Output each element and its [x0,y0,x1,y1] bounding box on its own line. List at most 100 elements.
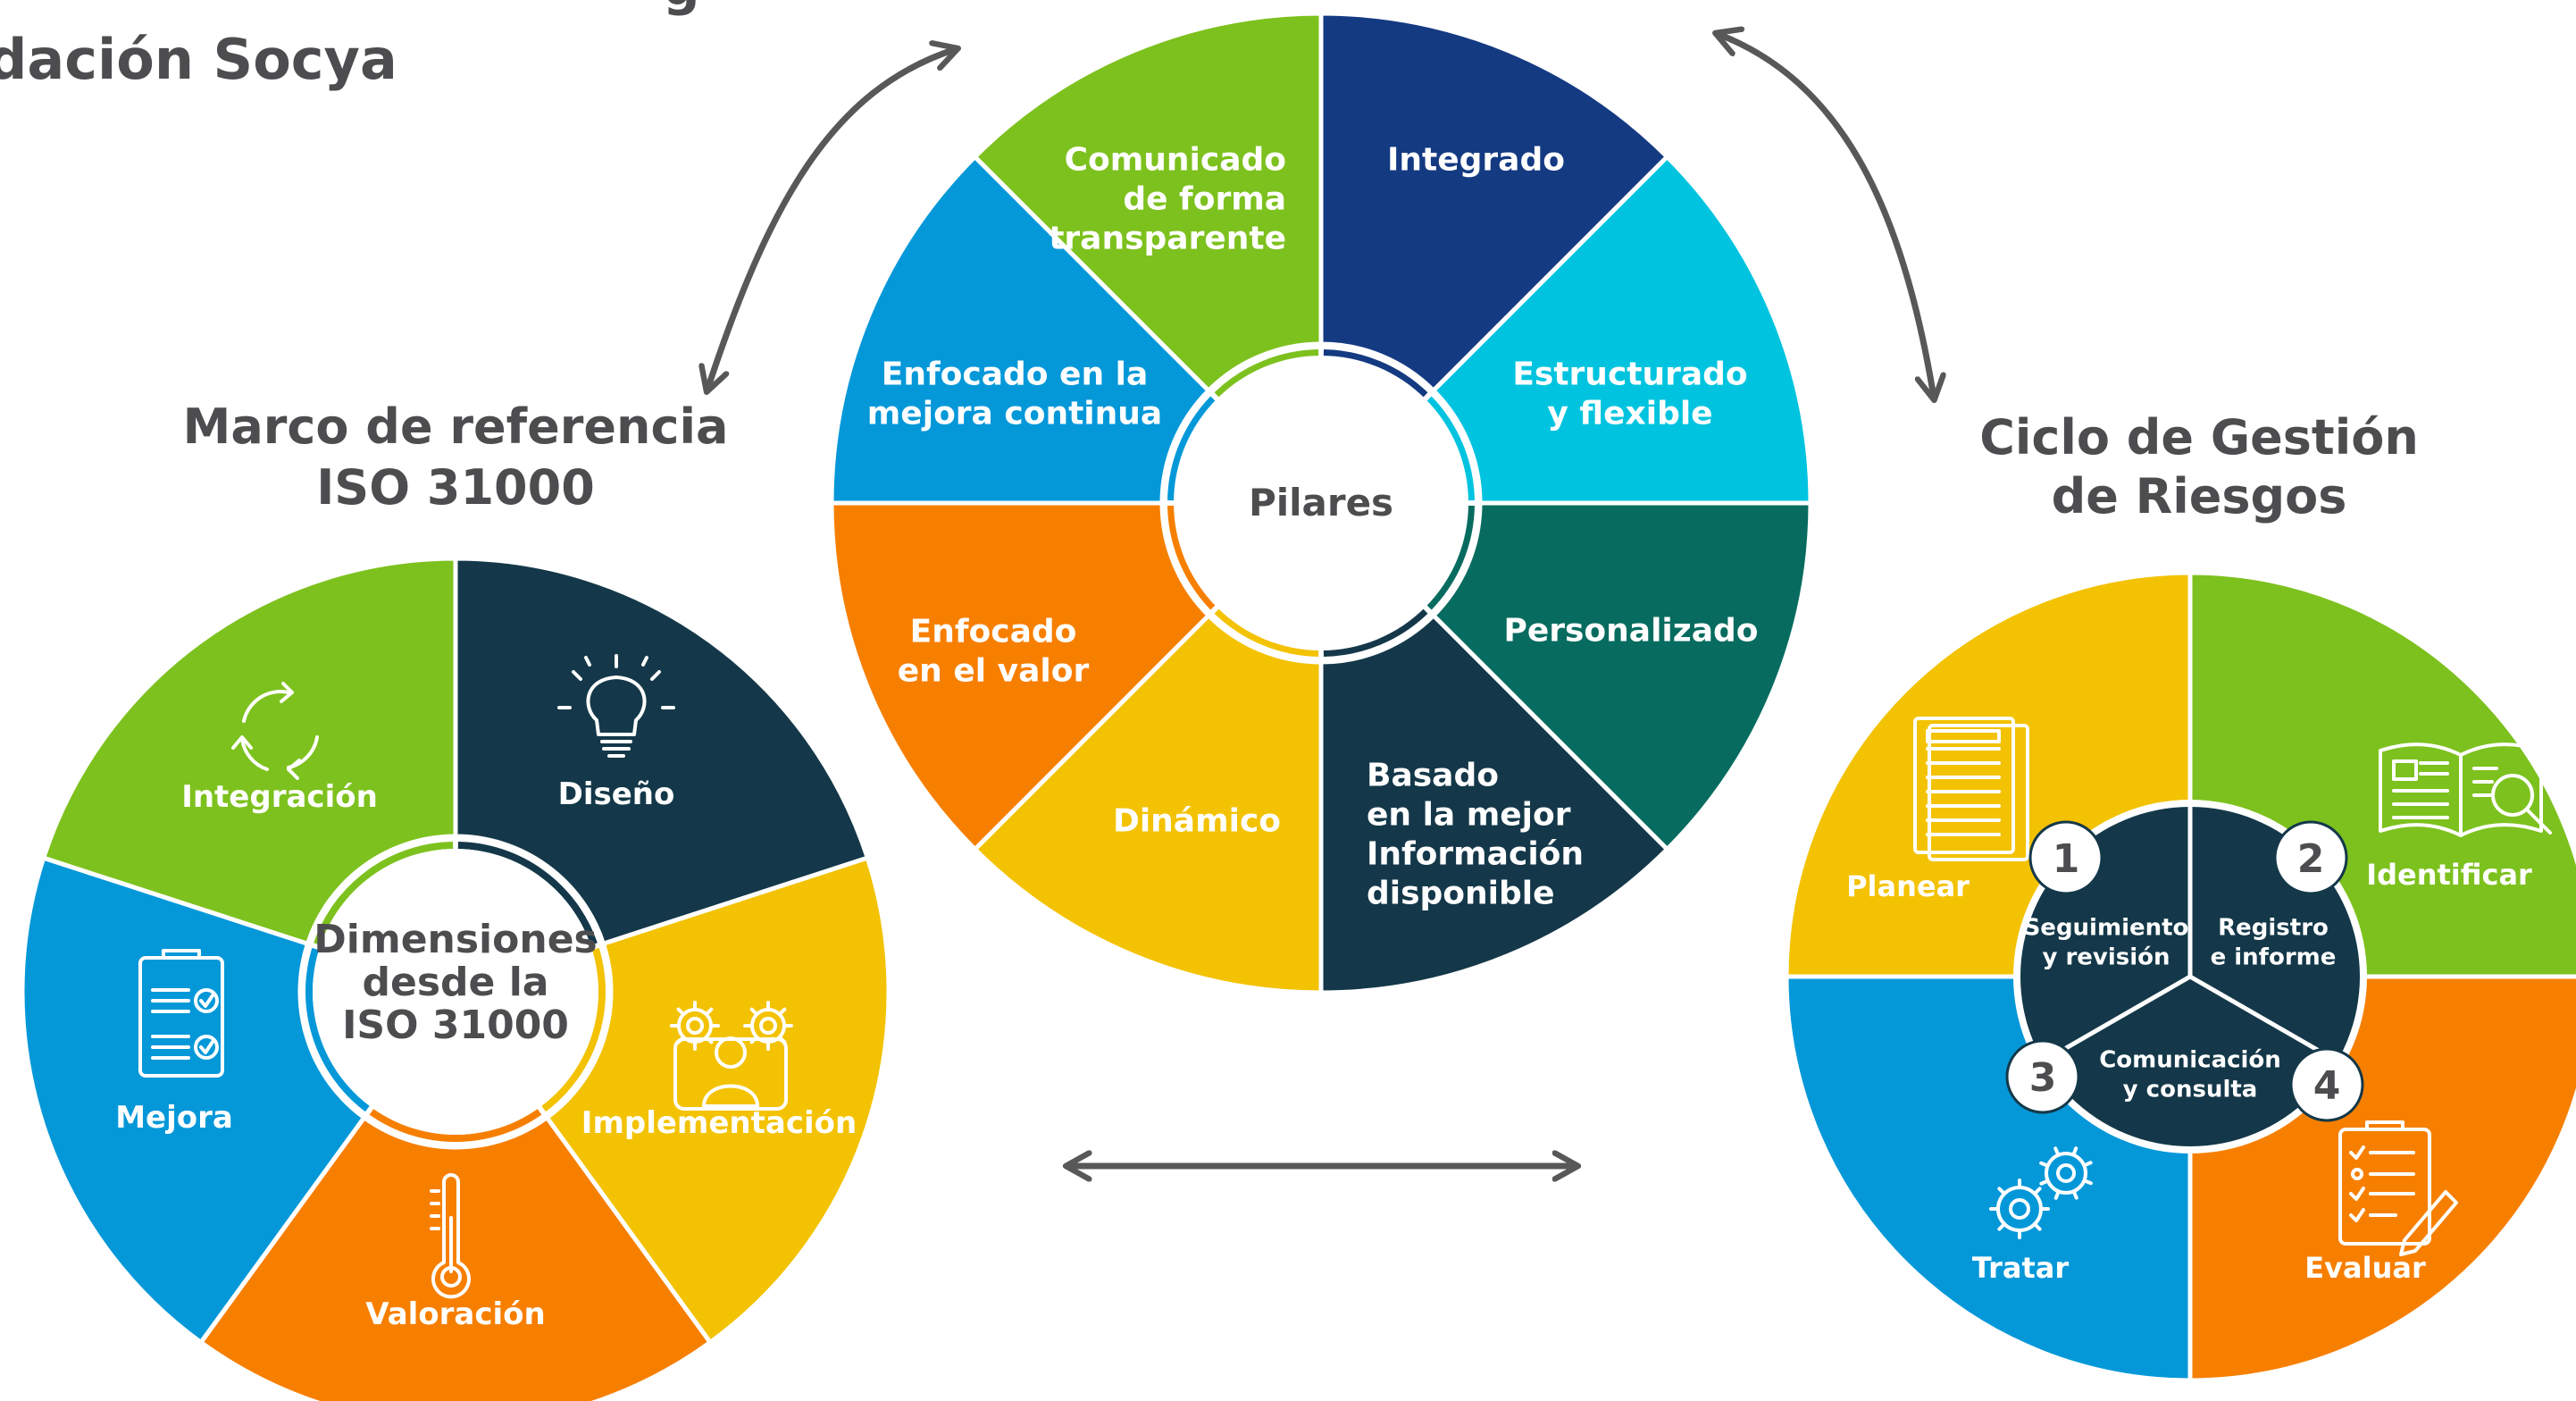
left-wheel-center-line: desde la [363,960,549,1005]
center-wheel-ring-arc [1214,608,1319,657]
right-wheel-inner-text-line: Registro [2218,915,2329,942]
left-wheel-ring-arc [457,842,598,945]
center-wheel-label-line: en el valor [898,653,1090,690]
right-wheel-divider [2041,974,2192,1064]
left-wheel-ring-arc [541,947,606,1112]
book-search-icon [2379,742,2552,837]
left-wheel-center-line: ISO 31000 [342,1003,569,1048]
center-wheel-label-line: Basado [1367,758,1499,794]
left-wheel-segment [543,854,891,1346]
center-wheel-ring-arc [1426,505,1475,610]
right-wheel-inner-text-line: Comunicación [2099,1047,2281,1074]
step-badge [2005,1039,2080,1114]
center-wheel-label-line: disponible [1367,876,1555,912]
center-wheel-label-line: Información [1367,836,1584,873]
center-wheel-segment [1318,612,1671,995]
center-wheel-label-line: de forma [1123,181,1286,218]
step-number: 1 [2053,836,2080,882]
step-badge [2289,1047,2364,1122]
center-wheel-label-line: transparente [1049,221,1286,257]
center-wheel-segment [971,612,1324,995]
center-wheel-ring-arc [1214,349,1319,398]
right-wheel-title-line1: Ciclo de Gestión [1979,409,2419,466]
center-wheel-ring-arc [1323,608,1428,657]
right-wheel-label: Tratar [1972,1251,2070,1285]
left-wheel-ring-arc [369,1109,542,1142]
right-wheel-inner-text-line: y consulta [2123,1077,2258,1103]
cycle-arrows-icon [231,682,319,780]
left-wheel-center-line: Dimensiones [314,917,597,962]
center-wheel-segment [829,153,1212,506]
left-wheel-hub [313,849,598,1135]
step-badge [2273,820,2348,895]
right-wheel-title-line2: de Riesgos [2052,468,2347,524]
center-wheel-ring-arc [1167,505,1217,610]
left-wheel-label: Mejora [115,1100,233,1136]
center-wheel-segment [1318,11,1671,394]
center-wheel-segment [1430,500,1813,853]
header-title: dación Socya [0,27,397,92]
thermometer-icon [430,1173,471,1299]
right-wheel-inner-text-line: Seguimiento [2024,915,2189,942]
center-wheel-segment [829,500,1212,853]
center-wheel-label-line: en la mejor [1367,797,1571,834]
right-wheel-inner-text-line: y revisión [2042,944,2170,971]
step-badge [2028,820,2103,895]
people-gears-icon [670,1001,793,1111]
center-wheel-ring-arc [1323,349,1428,398]
center-wheel-center-text: Pilares [1249,481,1393,524]
checklist-pencil-icon [2338,1120,2458,1256]
step-number: 4 [2313,1063,2341,1109]
right-wheel-divider [2188,974,2339,1064]
right-wheel-label: Identificar [2366,858,2532,892]
center-wheel-label-line: Comunicado [1065,142,1286,179]
right-wheel-label: Evaluar [2304,1251,2426,1285]
header-fragment: g [663,0,700,17]
center-wheel-label-line: mejora continua [867,396,1162,432]
left-wheel-segment [40,556,458,947]
center-wheel-label: Personalizado [1503,613,1758,650]
gears-icon [1989,1146,2093,1239]
connector-arrow-right [1718,34,1934,398]
right-wheel-label: Planear [1846,869,1970,903]
left-wheel-ring-arc [305,947,370,1112]
step-number: 2 [2297,836,2325,882]
left-wheel-title-line2: ISO 31000 [316,459,595,516]
center-wheel-ring-arc [1167,396,1217,501]
center-wheel-ring-arc [1426,396,1475,501]
lightbulb-icon [557,654,675,758]
left-wheel-label: Valoración [365,1296,546,1332]
left-wheel-label: Implementación [581,1105,857,1141]
right-wheel-inner-text: Comunicación y consulta [2099,1047,2281,1103]
left-wheel-segment [20,854,368,1346]
center-wheel-label-line: Enfocado en la [882,357,1149,393]
center-wheel-label-line: Personalizado [1503,613,1758,650]
step-number: 3 [2029,1055,2057,1101]
left-wheel-label: Integración [181,779,378,815]
left-wheel-label: Diseño [558,776,675,812]
left-wheel-segment [453,556,871,947]
left-wheel-title-line1: Marco de referencia [183,398,729,455]
center-wheel-label-line: Integrado [1387,142,1565,179]
center-wheel-label-line: Estructurado [1512,357,1747,393]
center-wheel-label: Dinámico [1113,803,1281,840]
right-wheel-inner-text-line: e informe [2211,944,2337,971]
center-wheel-segment [971,11,1324,394]
center-wheel-label-line: Dinámico [1113,803,1281,840]
left-wheel-segment [197,1114,714,1401]
center-wheel-hub [1174,356,1468,650]
center-wheel-label-line: Enfocado [910,614,1077,650]
documents-icon [1913,717,2029,861]
connector-arrow-left [707,49,956,390]
left-wheel-ring-arc [314,842,454,945]
